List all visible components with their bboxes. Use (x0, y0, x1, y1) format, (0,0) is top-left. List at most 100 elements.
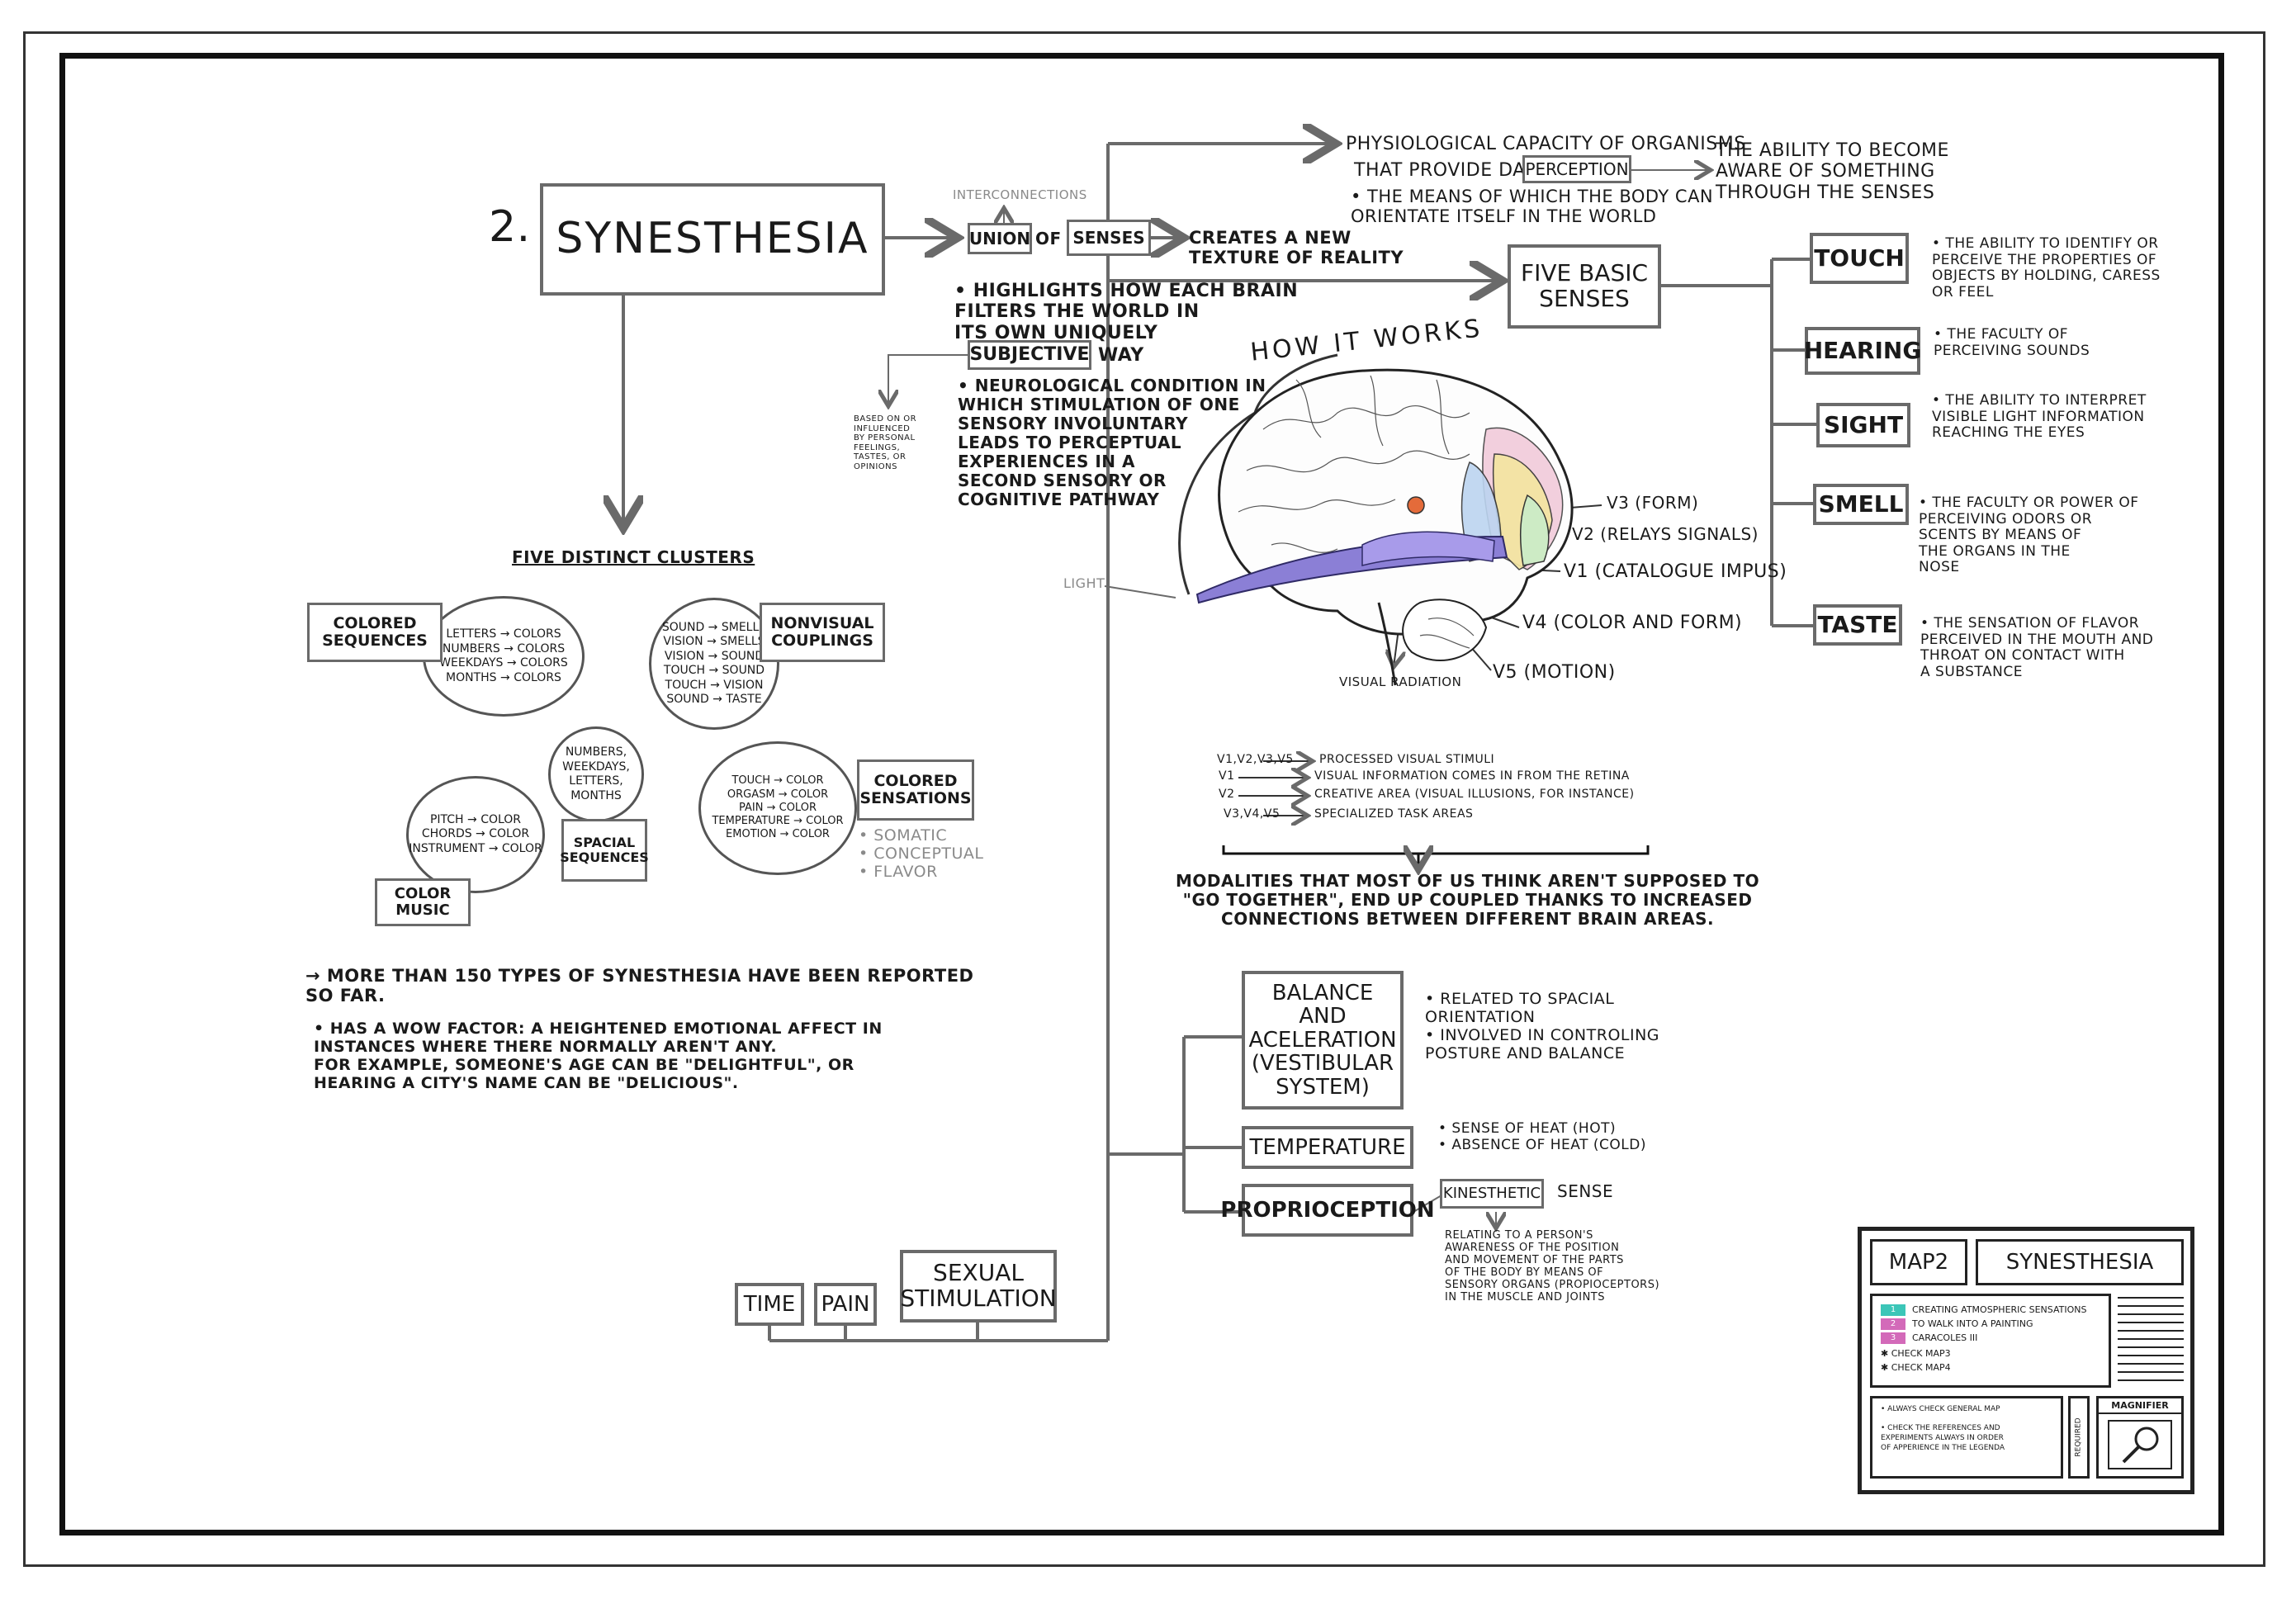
title-number: 2. (489, 202, 531, 252)
visual-val-4: SPECIALIZED TASK AREAS (1314, 807, 1474, 821)
note-wow-factor: • HAS A WOW FACTOR: A HEIGHTENED EMOTION… (314, 1020, 883, 1092)
titleblock-map: MAP2 (1870, 1239, 1967, 1285)
outer-frame (23, 31, 2265, 1567)
legend-item-3: 3 CARACOLES III (1881, 1331, 2100, 1345)
senses-box: SENSES (1067, 220, 1151, 256)
proprioception-box: PROPRIOCEPTION (1220, 1184, 1435, 1237)
magnifier-icon (2108, 1420, 2172, 1469)
temperature-desc: • SENSE OF HEAT (HOT) • ABSENCE OF HEAT … (1438, 1120, 1646, 1153)
note-150-types: → MORE THAN 150 TYPES OF SYNESTHESIA HAV… (305, 966, 974, 1006)
titleblock: MAP2 SYNESTHESIA 1 CREATING ATMOSPHERIC S… (1858, 1227, 2194, 1494)
sense-smell-desc: • THE FACULTY OR POWER OF PERCEIVING ODO… (1919, 494, 2139, 576)
legend-item-2: 2 TO WALK INTO A PAINTING (1881, 1317, 2100, 1331)
legend-text-3: CARACOLES III (1912, 1332, 1978, 1344)
balance-desc: • RELATED TO SPACIAL ORIENTATION • INVOL… (1425, 990, 1660, 1062)
brain-region-green (1519, 494, 1550, 566)
five-basic-senses-box: FIVE BASIC SENSES (1508, 244, 1661, 329)
sexual-stimulation-box: SEXUAL STIMULATION (900, 1250, 1057, 1323)
creates-text: CREATES A NEW TEXTURE OF REALITY (1189, 228, 1404, 268)
brain-folds (1238, 375, 1475, 649)
cluster-spacial-ellipse: NUMBERS, WEEKDAYS, LETTERS, MONTHS (548, 726, 644, 822)
titleblock-magnifier: MAGNIFIER (2096, 1396, 2184, 1479)
sense-hearing-desc: • THE FACULTY OF PERCEIVING SOUNDS (1934, 326, 2090, 359)
thalamus-dot (1407, 496, 1425, 514)
head-outline (1178, 353, 1338, 595)
legend-tag-1: 1 (1881, 1304, 1905, 1316)
visual-key-4: V3,V4,V5 (1224, 807, 1281, 821)
visual-key-2: V1 (1219, 769, 1235, 783)
interconnections-label: INTERCONNECTIONS (953, 187, 1087, 202)
sense-taste-box: TASTE (1813, 604, 1902, 646)
time-box: TIME (735, 1283, 804, 1326)
legend-tag-2: 2 (1881, 1318, 1905, 1331)
sense-touch-box: TOUCH (1810, 233, 1909, 284)
legend-tag-3: 3 (1881, 1332, 1905, 1345)
label-visual-radiation: VISUAL RADIATION (1339, 674, 1462, 689)
legend-text-2: TO WALK INTO A PAINTING (1912, 1318, 2033, 1330)
of-label: OF (1035, 229, 1062, 248)
cluster-sequences-ellipse: LETTERS → COLORS NUMBERS → COLORS WEEKDA… (423, 596, 585, 717)
cluster-nonvisual-ellipse: SOUND → SMELLS VISION → SMELLS VISION → … (649, 598, 779, 730)
means-text: • THE MEANS OF WHICH THE BODY CAN ORIENT… (1351, 187, 1714, 227)
titleblock-legend: 1 CREATING ATMOSPHERIC SENSATIONS 2 TO WAL… (1870, 1294, 2111, 1388)
cerebellum (1402, 599, 1488, 661)
sense-taste-desc: • THE SENSATION OF FLAVOR PERCEIVED IN T… (1920, 615, 2154, 680)
legend-checks: ✱ CHECK MAP3 ✱ CHECK MAP4 (1881, 1348, 1951, 1374)
visual-key-3: V2 (1219, 788, 1235, 801)
legend-text-1: CREATING ATMOSPHERIC SENSATIONS (1912, 1304, 2087, 1315)
label-v3: V3 (FORM) (1607, 493, 1699, 513)
sense-smell-box: SMELL (1813, 484, 1909, 525)
magnifier-label: MAGNIFIER (2099, 1398, 2181, 1414)
optic-radiation (1361, 531, 1495, 566)
visual-val-1: PROCESSED VISUAL STIMULI (1319, 753, 1495, 766)
subjective-box: SUBJECTIVE (968, 340, 1091, 370)
required-label: REQUIRED (2075, 1417, 2084, 1457)
physio-line1: PHYSIOLOGICAL CAPACITY OF ORGANISMS (1346, 134, 1746, 154)
balance-box: BALANCE AND ACELERATION (VESTIBULAR SYST… (1242, 971, 1404, 1110)
visual-val-2: VISUAL INFORMATION COMES IN FROM THE RET… (1314, 769, 1630, 783)
label-v2: V2 (RELAYS SIGNALS) (1572, 524, 1759, 544)
sense-touch-desc: • THE ABILITY TO IDENTIFY OR PERCEIVE TH… (1932, 235, 2161, 300)
legend-item-1: 1 CREATING ATMOSPHERIC SENSATIONS (1881, 1303, 2100, 1317)
ability-text: THE ABILITY TO BECOME AWARE OF SOMETHING… (1716, 140, 1949, 203)
label-light: LIGHT (1063, 575, 1105, 591)
label-v1: V1 (CATALOGUE IMPUS) (1564, 561, 1787, 582)
pain-box: PAIN (814, 1283, 877, 1326)
kinesthetic-box: KINESTHETIC (1440, 1179, 1544, 1209)
titleblock-required: REQUIRED (2068, 1396, 2090, 1479)
cluster-colored-sequences-label: COLORED SEQUENCES (307, 603, 443, 662)
cluster-nonvisual-label: NONVISUAL COUPLINGS (760, 603, 885, 662)
highlights-text: • HIGHLIGHTS HOW EACH BRAIN FILTERS THE … (954, 281, 1299, 343)
cluster-sensations-extra: • SOMATIC • CONCEPTUAL • FLAVOR (859, 826, 984, 881)
sense-sight-desc: • THE ABILITY TO INTERPRET VISIBLE LIGHT… (1932, 392, 2147, 442)
brainstem (1377, 602, 1397, 686)
cluster-spacial-label: SPACIAL SEQUENCES (560, 819, 649, 882)
modalities-text: MODALITIES THAT MOST OF US THINK AREN'T … (1176, 871, 1760, 929)
clusters-heading: FIVE DISTINCT CLUSTERS (512, 547, 755, 567)
visual-val-3: CREATIVE AREA (VISUAL ILLUSIONS, FOR INS… (1314, 788, 1635, 801)
label-v5: V5 (MOTION) (1493, 662, 1616, 683)
cluster-music-ellipse: PITCH → COLOR CHORDS → COLOR INSTRUMENT … (406, 776, 545, 893)
cluster-color-music-label: COLOR MUSIC (375, 878, 471, 926)
titleblock-hatch (2118, 1294, 2184, 1388)
inner-frame (59, 53, 2224, 1535)
sense-hearing-box: HEARING (1804, 327, 1921, 375)
cluster-sensations-ellipse: TOUCH → COLOR ORGASM → COLOR PAIN → COLO… (698, 741, 857, 875)
based-on-note: BASED ON OR INFLUENCED BY PERSONAL FEELI… (854, 414, 917, 471)
union-box: UNION (968, 223, 1032, 254)
visual-key-1: V1,V2,V3,V5 (1217, 753, 1294, 766)
label-v4: V4 (COLOR AND FORM) (1522, 613, 1743, 633)
perception-box: PERCEPTION (1522, 155, 1631, 183)
way-label: WAY (1098, 345, 1144, 366)
temperature-box: TEMPERATURE (1242, 1126, 1413, 1169)
sense-label: SENSE (1557, 1181, 1614, 1201)
relating-text: RELATING TO A PERSON'S AWARENESS OF THE … (1445, 1229, 1660, 1304)
titleblock-name: SYNESTHESIA (1976, 1239, 2184, 1285)
title-box: SYNESTHESIA (540, 183, 885, 296)
neuro-text: • NEUROLOGICAL CONDITION IN WHICH STIMUL… (958, 376, 1266, 509)
cluster-colored-sensations-label: COLORED SENSATIONS (857, 759, 974, 821)
brain-illustration (1178, 353, 1574, 686)
titleblock-rules: • ALWAYS CHECK GENERAL MAP • CHECK THE R… (1870, 1396, 2063, 1479)
sense-sight-box: SIGHT (1816, 403, 1910, 447)
